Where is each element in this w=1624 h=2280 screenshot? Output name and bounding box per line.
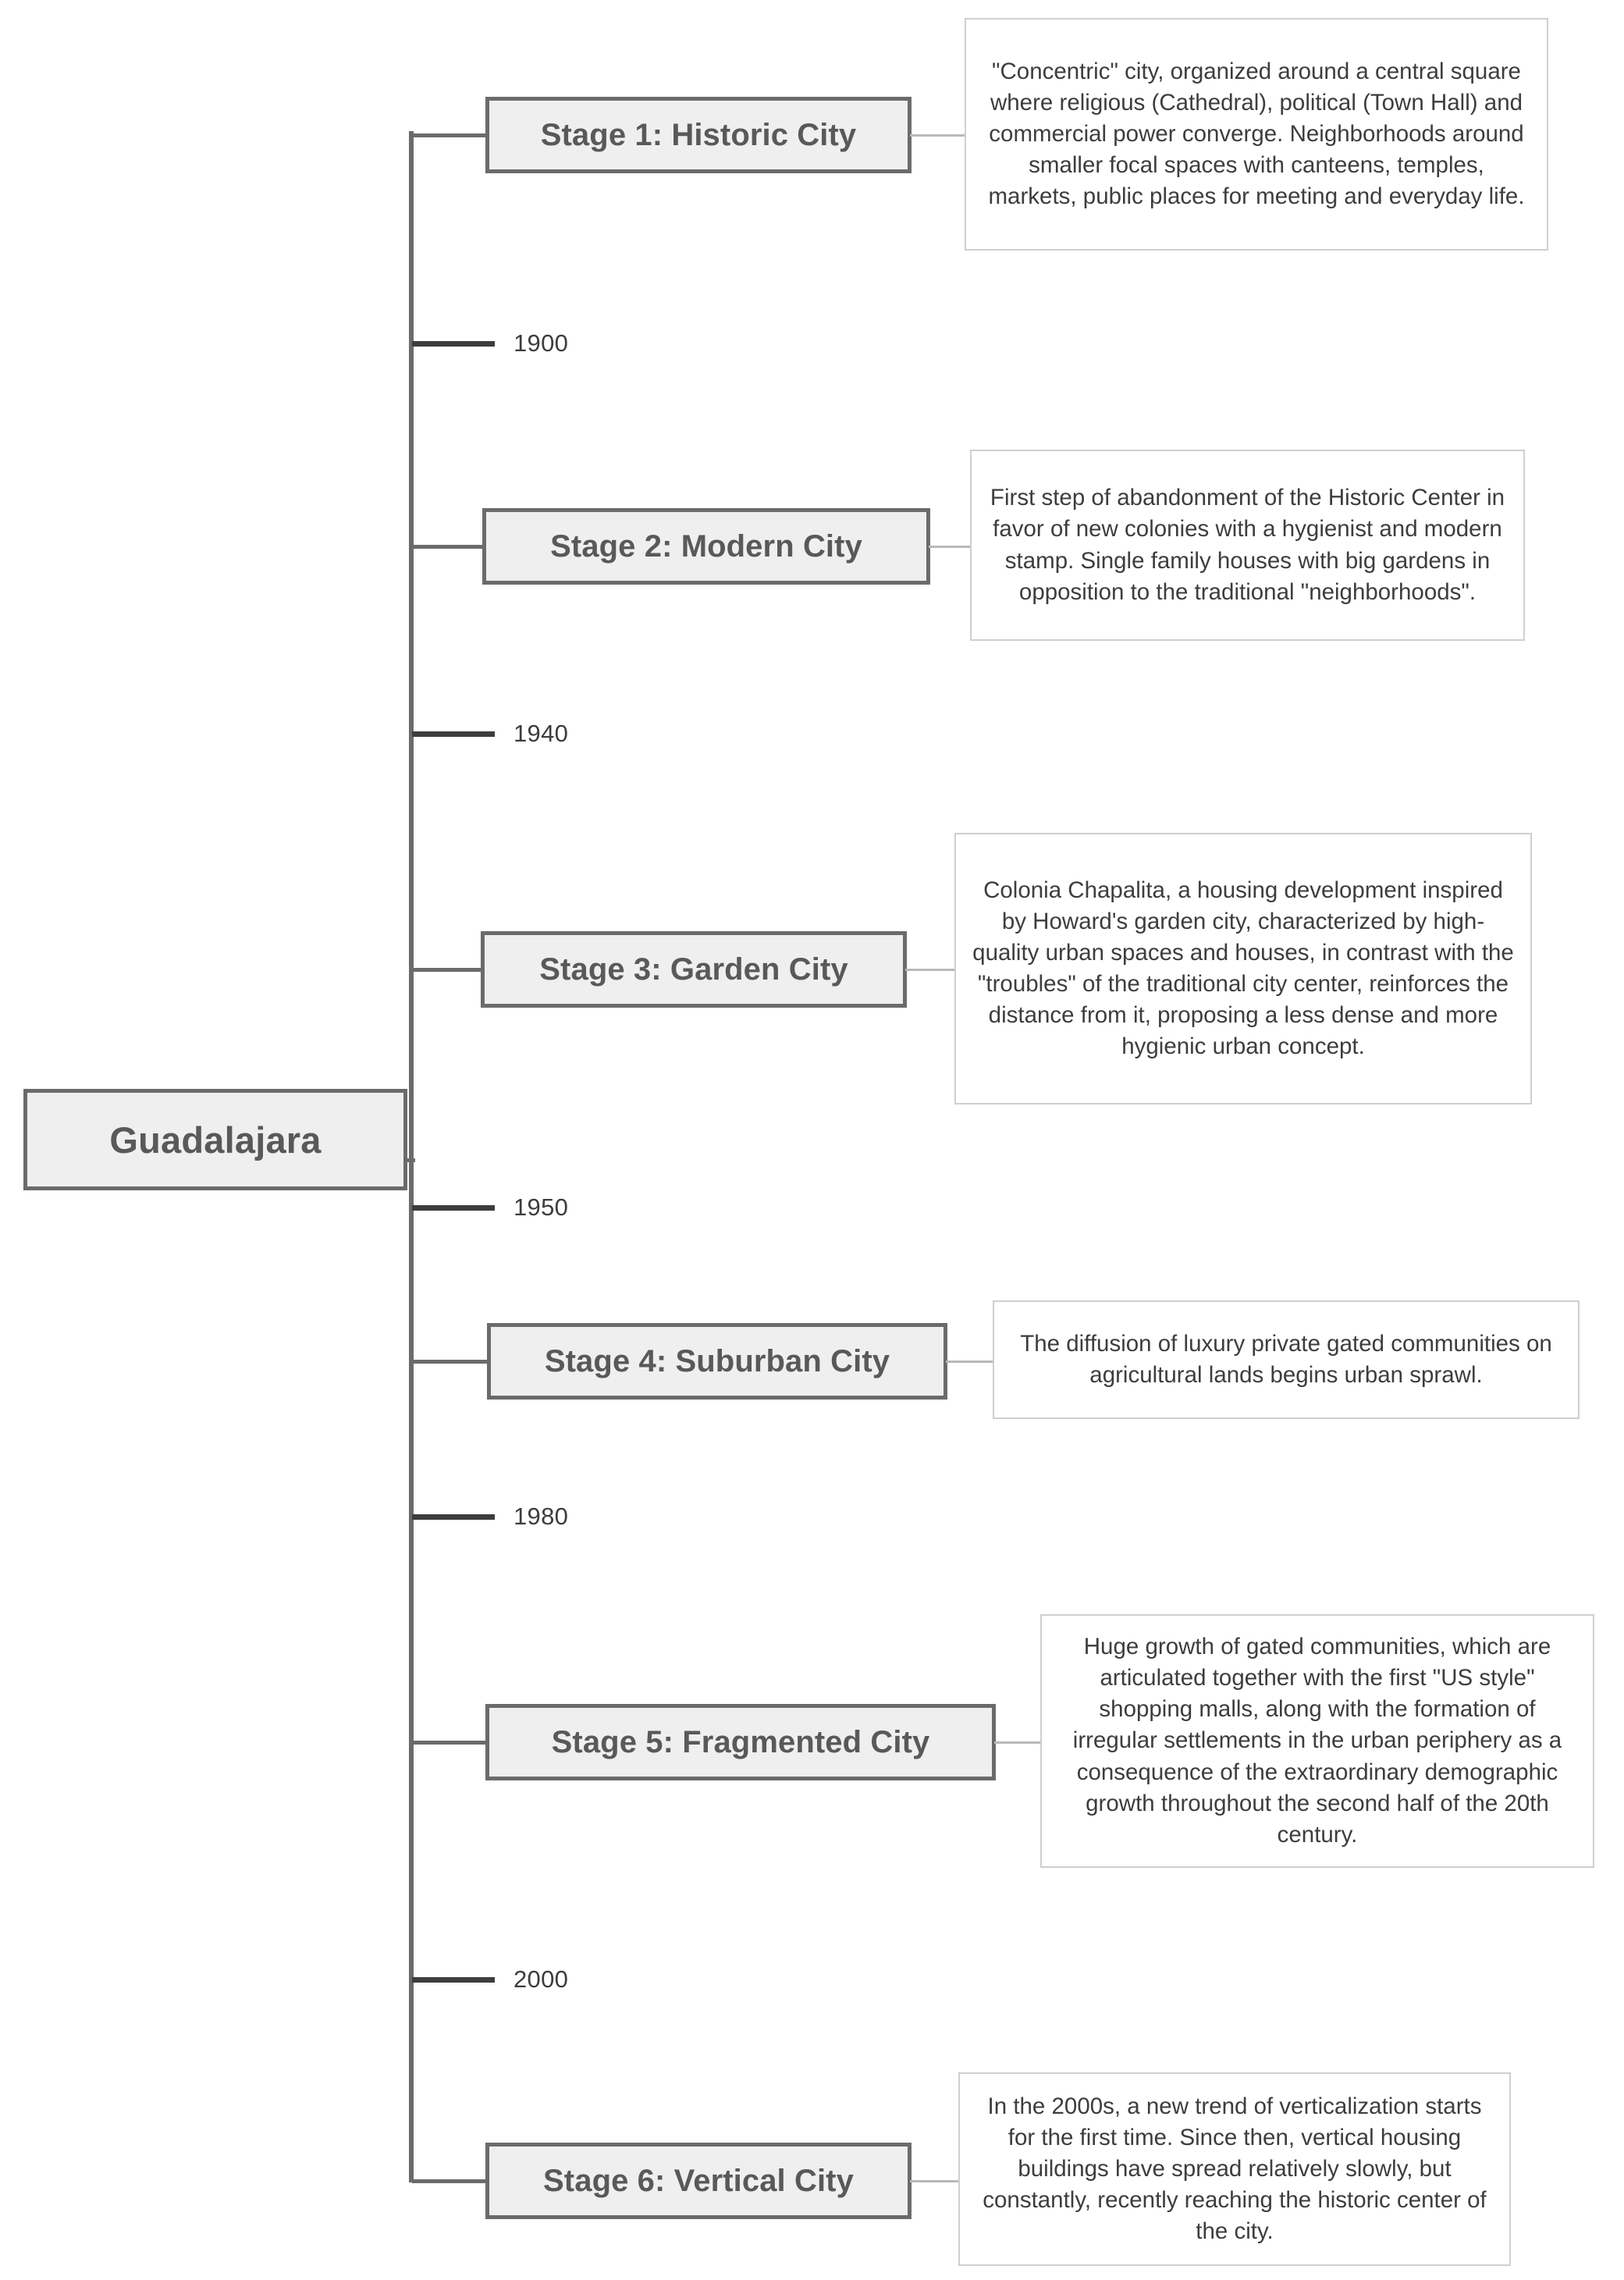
stage-1-node[interactable]: Stage 1: Historic City [485, 97, 912, 173]
stage-1-description-text: "Concentric" city, organized around a ce… [988, 58, 1525, 210]
root-connector [403, 1158, 415, 1162]
stage-2-description-text: First step of abandonment of the Histori… [990, 485, 1505, 605]
stage-2-desc-connector [929, 546, 972, 548]
stage-4-desc-connector [946, 1361, 994, 1363]
stage-4-node[interactable]: Stage 4: Suburban City [487, 1323, 947, 1400]
root-node-label: Guadalajara [109, 1119, 322, 1161]
stage-5-label: Stage 5: Fragmented City [551, 1724, 930, 1759]
stage-4-label: Stage 4: Suburban City [544, 1343, 890, 1378]
stage-2-description-box: First step of abandonment of the Histori… [970, 450, 1525, 641]
year-label-1900: 1900 [513, 329, 569, 357]
stage-1-desc-connector [910, 134, 966, 137]
stage-5-desc-connector [994, 1741, 1043, 1744]
stage-6-label: Stage 6: Vertical City [543, 2163, 854, 2198]
stage-2-connector [412, 545, 484, 549]
year-tick-1940 [412, 731, 495, 737]
stage-3-label: Stage 3: Garden City [539, 951, 848, 987]
stage-5-connector [412, 1741, 487, 1745]
stage-6-node[interactable]: Stage 6: Vertical City [485, 2143, 912, 2219]
stage-2-node[interactable]: Stage 2: Modern City [482, 508, 930, 585]
year-label-1950: 1950 [513, 1193, 569, 1221]
year-tick-2000 [412, 1977, 495, 1983]
stage-3-connector [412, 968, 482, 972]
year-tick-1900 [412, 341, 495, 347]
stage-1-label: Stage 1: Historic City [540, 117, 857, 152]
stage-1-description-box: "Concentric" city, organized around a ce… [965, 18, 1548, 251]
stage-6-desc-connector [910, 2180, 961, 2182]
stage-6-description-text: In the 2000s, a new trend of verticaliza… [983, 2093, 1487, 2245]
root-node-guadalajara[interactable]: Guadalajara [23, 1089, 407, 1190]
year-tick-1980 [412, 1514, 495, 1520]
stage-6-description-box: In the 2000s, a new trend of verticaliza… [958, 2072, 1511, 2266]
timeline-spine [409, 131, 414, 2182]
stage-4-connector [412, 1360, 489, 1364]
stage-4-description-text: The diffusion of luxury private gated co… [1020, 1330, 1552, 1388]
stage-5-description-box: Huge growth of gated communities, which … [1040, 1614, 1594, 1868]
stage-5-node[interactable]: Stage 5: Fragmented City [485, 1704, 996, 1780]
stage-5-description-text: Huge growth of gated communities, which … [1072, 1634, 1562, 1848]
stage-3-description-text: Colonia Chapalita, a housing development… [972, 877, 1514, 1060]
stage-3-description-box: Colonia Chapalita, a housing development… [954, 833, 1532, 1104]
year-label-1980: 1980 [513, 1503, 569, 1530]
stage-3-desc-connector [905, 969, 957, 971]
year-label-2000: 2000 [513, 1965, 569, 1993]
stage-6-connector [412, 2179, 487, 2183]
stage-1-connector [412, 133, 487, 137]
stage-3-node[interactable]: Stage 3: Garden City [481, 931, 907, 1008]
stage-2-label: Stage 2: Modern City [550, 528, 862, 564]
year-tick-1950 [412, 1205, 495, 1211]
stage-4-description-box: The diffusion of luxury private gated co… [993, 1300, 1580, 1419]
year-label-1940: 1940 [513, 720, 569, 747]
